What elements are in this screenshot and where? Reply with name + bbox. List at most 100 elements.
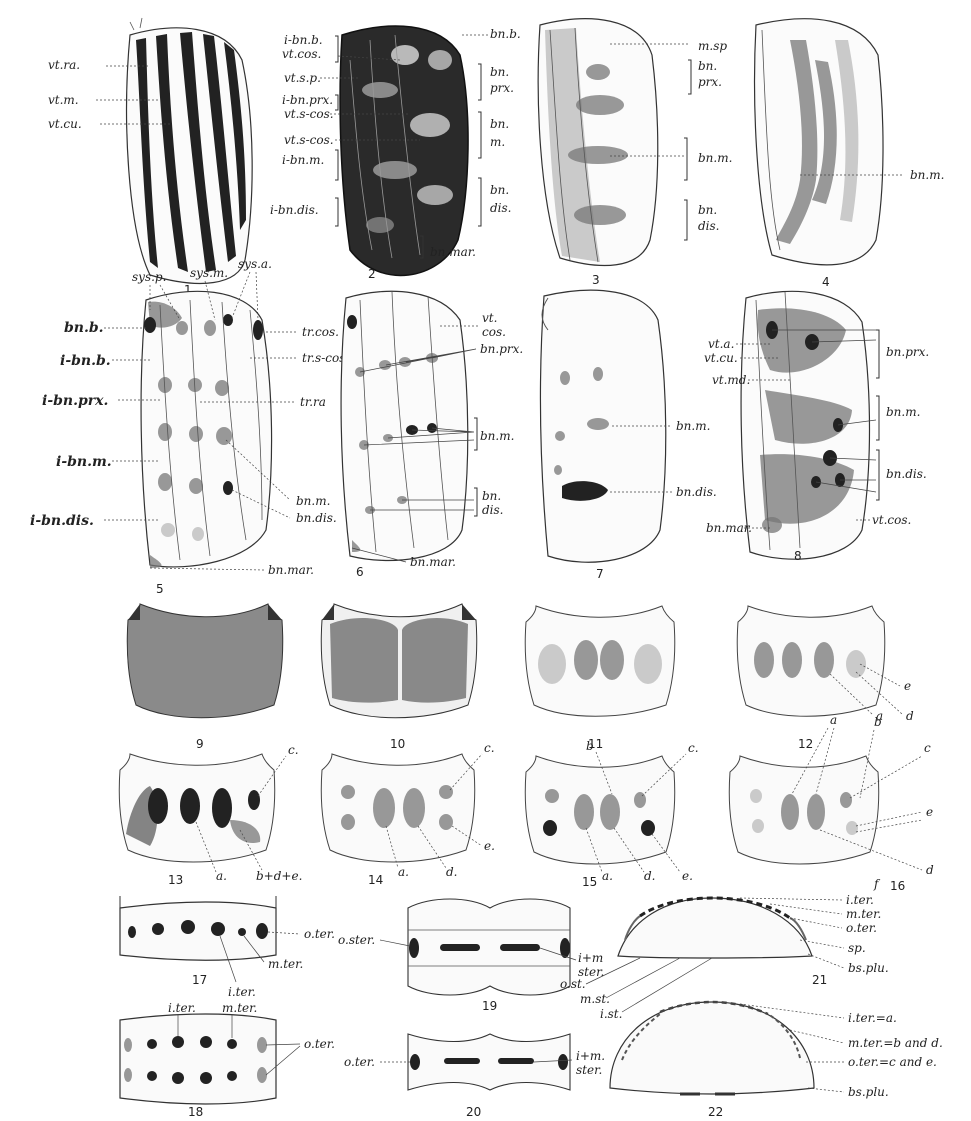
f3-label-bn-m: bn.m. — [698, 151, 732, 165]
f2-label-bn-m-b: m. — [490, 135, 505, 149]
f2-label-bn-prx-a: bn. — [490, 65, 509, 79]
f14-label-e: e. — [484, 839, 495, 853]
f16-label-b: b — [874, 715, 882, 729]
f20-label-o-ter: o.ter. — [344, 1055, 375, 1069]
f19-label-i-m: i+m — [578, 951, 603, 965]
f15-label-c: c. — [688, 741, 699, 755]
f22-number: 22 — [708, 1105, 723, 1119]
f17-label-i-ter: i.ter. — [228, 985, 256, 999]
f20-label-ster: ster. — [576, 1063, 602, 1077]
f13-label-b-d-e: b+d+e. — [256, 869, 302, 883]
f15-number: 15 — [582, 875, 597, 889]
f13-label-a: a. — [216, 869, 227, 883]
f2-brace — [335, 95, 338, 110]
f2-brace — [335, 150, 338, 180]
f21-label-o-ter: o.ter. — [846, 921, 877, 935]
figure-6-elytron — [341, 291, 468, 560]
f8-label-bn-m: bn.m. — [886, 405, 920, 419]
f6-brace — [474, 418, 477, 450]
f2-label-bn-b: bn.b. — [490, 27, 521, 41]
f16-label-a: a — [830, 713, 837, 727]
f2-label-i-bn-b: i-bn.b. — [284, 33, 323, 47]
f6-label-bn-prx: bn.prx. — [480, 342, 523, 356]
f8-label-bn-prx: bn.prx. — [886, 345, 929, 359]
f21-leader — [808, 954, 844, 968]
f3-label-bn-prx-a: bn. — [698, 59, 717, 73]
f21-label-bs-plu: bs.plu. — [848, 961, 889, 975]
f15-label-d: d. — [644, 869, 656, 883]
f6-label-vt: vt. — [482, 311, 497, 325]
f5-label-i-bn-prx: i-bn.prx. — [42, 393, 108, 409]
f14-label-a: a. — [398, 865, 409, 879]
f19-number: 19 — [482, 999, 497, 1013]
f21-leader — [740, 898, 842, 900]
f12-label-e: e — [904, 679, 911, 693]
f2-label-bn-prx-b: prx. — [490, 81, 514, 95]
figure-18-tergite — [120, 1014, 276, 1104]
f21-label-m-st: m.st. — [580, 992, 610, 1006]
f21-label-i-st: i.st. — [600, 1007, 622, 1021]
f8-number: 8 — [794, 549, 802, 563]
f1-label-vt-cu: vt.cu. — [48, 117, 82, 131]
f5-label-bn-mar: bn.mar. — [268, 563, 314, 577]
f5-label-sys-a: sys.a. — [238, 257, 272, 271]
f16-label-e: e — [926, 805, 933, 819]
f6-label-dis: dis. — [482, 503, 504, 517]
f5-leader — [150, 568, 264, 570]
f21-label-i-ter: i.ter. — [846, 893, 874, 907]
figure-7-elytron — [541, 290, 666, 562]
f8-label-vt-cos: vt.cos. — [872, 513, 911, 527]
f7-label-bn-dis: bn.dis. — [676, 485, 717, 499]
f16-label-f: f — [873, 877, 881, 891]
f21-label-o-st: o.st. — [560, 977, 586, 991]
f8-brace — [876, 450, 879, 500]
f22-leader — [808, 1088, 844, 1092]
f3-brace — [688, 60, 691, 94]
f8-label-vt-cu: vt.cu. — [704, 351, 738, 365]
f2-label-vt-cos: vt.cos. — [282, 47, 321, 61]
f21-number: 21 — [812, 973, 827, 987]
f8-label-bn-dis: bn.dis. — [886, 467, 927, 481]
figure-13-pronotum — [119, 754, 274, 862]
f6-label-bn-m: bn.m. — [480, 429, 514, 443]
f10-number: 10 — [390, 737, 405, 751]
f2-label-vt-s-cos1: vt.s-cos. — [284, 107, 334, 121]
f3-label-bn-prx-b: prx. — [698, 75, 722, 89]
f2-label-i-bn-prx: i-bn.prx. — [282, 93, 333, 107]
figure-2-elytron — [340, 26, 468, 275]
f8-label-vt-a: vt.a. — [708, 337, 734, 351]
f9-number: 9 — [196, 737, 204, 751]
f18-label-m-ter: m.ter. — [222, 1001, 257, 1015]
figure-16-pronotum — [729, 756, 878, 864]
figure-5-elytron — [141, 291, 272, 568]
f2-label-bn-dis-b: dis. — [490, 201, 512, 215]
f22-label-bs-plu: bs.plu. — [848, 1085, 889, 1099]
f21-leader — [606, 958, 680, 998]
f17-label-o-ter: o.ter. — [304, 927, 335, 941]
figure-14-pronotum — [321, 754, 474, 862]
figure-20-sternite — [408, 1034, 570, 1090]
f16-number: 16 — [890, 879, 905, 893]
f22-label-o-ter-ce: o.ter.=c and e. — [848, 1055, 937, 1069]
f5-label-sys-p: sys.p. — [132, 270, 166, 284]
f6-number: 6 — [356, 565, 364, 579]
f16-label-c: c — [924, 741, 931, 755]
f2-label-vt-s-cos2: vt.s-cos. — [284, 133, 334, 147]
f5-label-tr-ra: tr.ra — [300, 395, 326, 409]
f3-label-bn-dis-b: dis. — [698, 219, 720, 233]
f15-label-e: e. — [682, 869, 693, 883]
f2-brace — [478, 64, 481, 100]
f8-label-vt-md: vt.md. — [712, 373, 750, 387]
f2-brace — [478, 112, 481, 158]
f3-label-m-sp: m.sp — [698, 39, 727, 53]
f5-label-bn-m: bn.m. — [296, 494, 330, 508]
f21-label-sp: sp. — [848, 941, 866, 955]
f12-label-d: d — [906, 709, 914, 723]
figure-17-tergite — [120, 896, 276, 960]
f12-number: 12 — [798, 737, 813, 751]
f5-label-i-bn-dis: i-bn.dis. — [30, 513, 94, 529]
f15-label-b: b — [586, 739, 594, 753]
f3-number: 3 — [592, 273, 600, 287]
f1-label-vt-ra: vt.ra. — [48, 58, 80, 72]
figure-3-elytron — [538, 19, 658, 266]
